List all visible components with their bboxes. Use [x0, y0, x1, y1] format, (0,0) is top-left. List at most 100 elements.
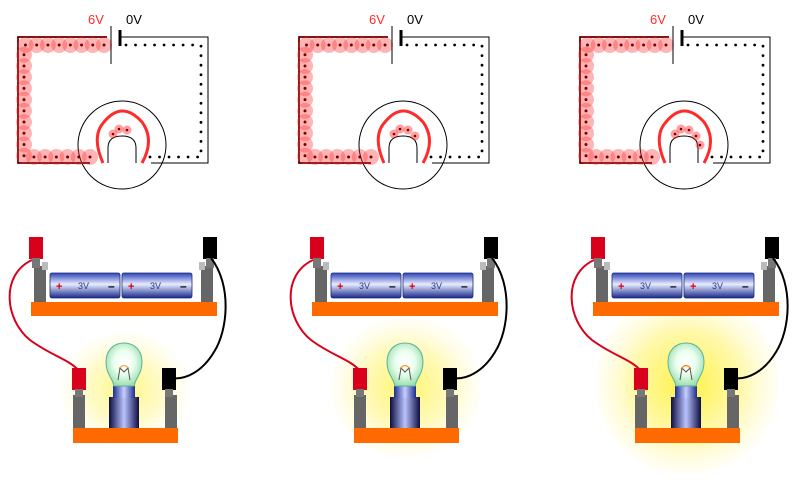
- electron-dot: [405, 43, 409, 47]
- electron-dot: [628, 155, 632, 159]
- clip-jaw: [768, 258, 776, 268]
- filament: [117, 366, 131, 381]
- clip-jaw: [313, 258, 321, 268]
- black-wire: [452, 257, 508, 380]
- electron-dot: [313, 155, 317, 159]
- electron-dot: [303, 120, 307, 124]
- holder-post-right: [165, 395, 177, 428]
- electron-dot: [429, 155, 433, 159]
- electron-dot: [477, 155, 480, 159]
- filament-glow: [118, 364, 130, 370]
- holder-post-left: [315, 266, 327, 302]
- red-clip: [634, 368, 648, 390]
- high-side-outline: [298, 36, 388, 164]
- electron-dot: [734, 43, 737, 47]
- electron-dot: [22, 142, 26, 146]
- electron-dot: [199, 92, 203, 96]
- bulb-cap: [113, 386, 135, 398]
- clip-jaw: [604, 262, 610, 270]
- electron-dot: [434, 43, 437, 47]
- electron-dot: [458, 155, 461, 159]
- electron-dot: [705, 43, 709, 47]
- high-voltage-label: 6V: [650, 12, 666, 27]
- low-side-wire: [120, 36, 209, 164]
- electron-dot: [199, 130, 203, 134]
- black-clip: [765, 237, 779, 259]
- electron-dot: [124, 43, 128, 47]
- red-clip: [72, 368, 86, 390]
- electron-dot: [686, 43, 690, 47]
- electron-dot: [316, 43, 320, 47]
- red-wire: [8, 259, 79, 371]
- electron-dot: [303, 109, 307, 113]
- holder-post-left: [596, 266, 608, 302]
- physical-circuit: +3V–+3V–: [570, 237, 789, 474]
- battery-cell: +3V–: [121, 272, 193, 299]
- electron-dot: [80, 43, 84, 47]
- bulb-cap: [394, 386, 416, 398]
- minus-sign: –: [180, 279, 187, 293]
- electron-dot: [125, 128, 129, 132]
- clip-jaw: [165, 389, 173, 397]
- cell-voltage-label: 3V: [359, 281, 370, 291]
- electron-dot: [191, 43, 195, 47]
- electron-dot: [324, 155, 328, 159]
- plus-sign: +: [337, 281, 343, 293]
- electron-dot: [199, 149, 203, 153]
- electron-dot: [22, 53, 26, 57]
- electron-dot: [761, 63, 765, 67]
- bulb-glass: [386, 342, 424, 387]
- electron-dot: [358, 155, 362, 159]
- electron-dot: [715, 43, 718, 47]
- electron-dot: [584, 86, 588, 90]
- electron-dot: [303, 98, 307, 102]
- electron-dot: [584, 98, 588, 102]
- electron-dot: [480, 44, 484, 48]
- electron-dot: [199, 44, 203, 48]
- cell-voltage-label: 3V: [431, 281, 442, 291]
- resistor-gap: [107, 135, 137, 163]
- electron-dot: [199, 54, 203, 58]
- electron-dot: [158, 155, 161, 159]
- electron-dot: [162, 43, 166, 47]
- holder-post-right: [201, 266, 213, 302]
- electron-dot: [594, 155, 598, 159]
- electron-dot: [35, 43, 39, 47]
- electron-dot: [196, 155, 200, 159]
- electron-dot: [605, 155, 609, 159]
- electron-dot: [361, 43, 365, 47]
- electron-dot: [467, 155, 471, 159]
- electron-dot: [57, 43, 61, 47]
- electron-dot: [23, 43, 27, 47]
- black-clip: [484, 237, 498, 259]
- bulb-holder-base: [635, 428, 740, 443]
- physical-circuit: +3V–+3V–: [8, 237, 227, 447]
- filament-glow: [399, 364, 411, 370]
- electron-dot: [480, 101, 484, 105]
- low-side-wire: [401, 36, 490, 164]
- clip-jaw: [727, 389, 735, 397]
- electron-dot: [181, 43, 185, 47]
- electron-dot: [443, 43, 447, 47]
- battery-holder-base: [31, 302, 217, 316]
- electron-dot: [303, 53, 307, 57]
- holder-post-right: [727, 395, 739, 428]
- electron-dot: [480, 63, 484, 67]
- high-voltage-label: 6V: [88, 12, 104, 27]
- electron-dot: [172, 43, 176, 47]
- electron-dot: [111, 132, 115, 136]
- resistor-arc: [95, 109, 150, 164]
- electron-dot: [642, 43, 646, 47]
- electron-dot: [673, 132, 677, 136]
- electron-dot: [68, 43, 72, 47]
- electron-dot: [761, 92, 765, 96]
- high-side-outline: [17, 36, 107, 164]
- battery-holder-base: [593, 302, 779, 316]
- electron-dot: [761, 149, 765, 153]
- electron-dot: [143, 43, 147, 47]
- electron-dot: [77, 155, 81, 159]
